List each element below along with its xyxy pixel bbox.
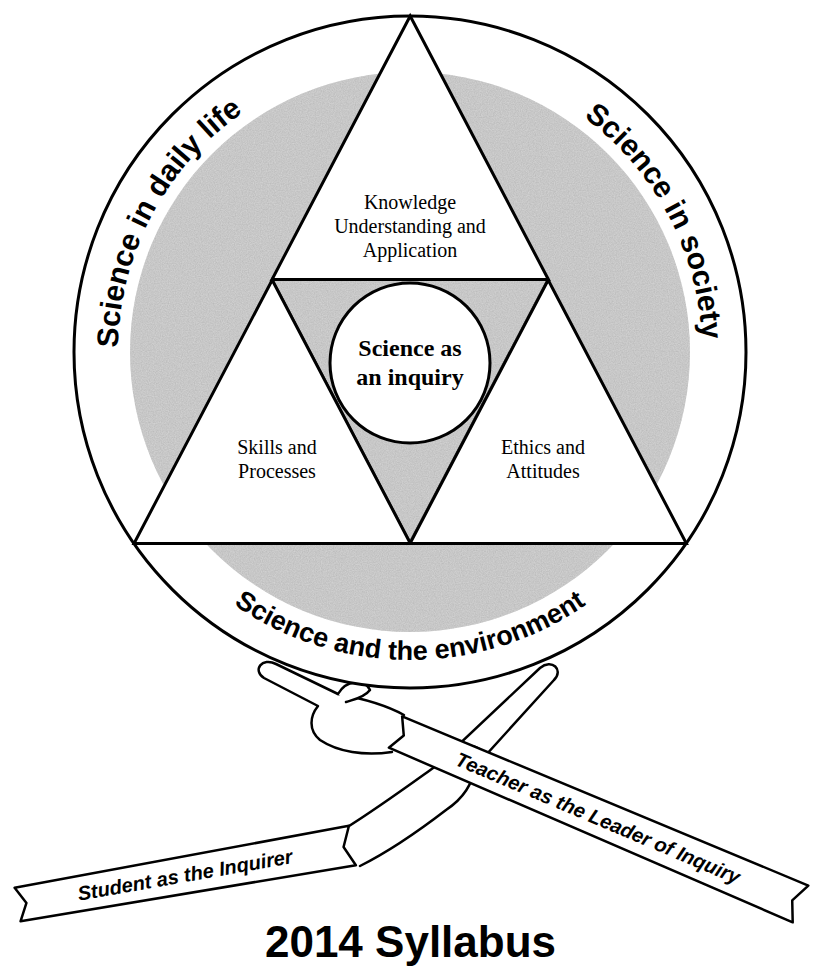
ring-label: Science in society (580, 96, 729, 340)
triangle-outline (272, 16, 548, 279)
circle-outline (330, 283, 490, 443)
center-label: Science as an inquiry (345, 334, 475, 392)
section-label: Knowledge Understanding and Application (325, 190, 495, 262)
caption-text: 2014 Syllabus (0, 918, 821, 966)
ring-label: Science and the environment (230, 585, 589, 667)
ribbon-outline (388, 714, 809, 923)
sleeve-ribbon: Teacher as the Leader of Inquiry (388, 714, 809, 923)
section-label: Ethics and Attitudes (483, 435, 603, 483)
ribbon-outline (14, 826, 356, 924)
center-circle: Science as an inquiry (328, 281, 492, 445)
ring-label-path: Science and the environment (230, 585, 589, 667)
ribbon-label: Teacher as the Leader of Inquiry (452, 747, 744, 888)
circle-shape (328, 281, 492, 445)
science-ring: Science in daily life Science in societyS… (72, 14, 748, 690)
ring-label-path: Science in society (580, 96, 729, 340)
section-label: Skills and Processes (217, 435, 337, 483)
triangle-section: Knowledge Understanding and Application (272, 16, 548, 280)
sleeve-ribbon: Student as the Inquirer (14, 826, 356, 924)
ring-label-path: Science in daily life (91, 91, 247, 349)
outer-circle (74, 16, 746, 688)
ring-label: Science in daily life (91, 91, 247, 349)
